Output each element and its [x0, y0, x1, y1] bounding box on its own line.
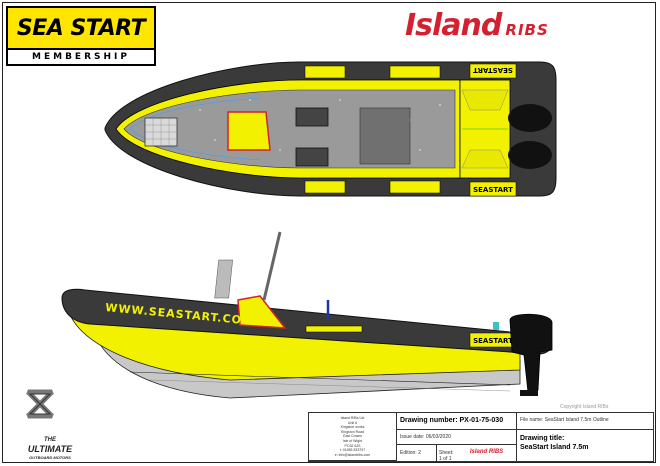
- suzuki-caption: THE ULTIMATE OUTBOARD MOTORS: [20, 437, 80, 461]
- plan-decal-bottom: [469, 181, 517, 197]
- side-seat: [305, 325, 363, 333]
- plan-decal-bottom-text: SEASTART: [473, 186, 513, 194]
- side-view: WWW.SEASTART.CO.UK SEASTART: [61, 231, 553, 399]
- suzuki-icon: [26, 389, 54, 419]
- suzuki-caption-line2: ULTIMATE: [27, 444, 73, 454]
- address-line: Island RIBs Ltd: [340, 416, 365, 420]
- seastart-logo: SEA START MEMBERSHIP: [6, 6, 156, 66]
- address-line: t: 01983 533797: [339, 448, 366, 453]
- side-grab-rail: [262, 231, 282, 301]
- copyright-text: Copyright Island RIBs: [560, 404, 609, 410]
- side-windscreen: [214, 259, 233, 299]
- drawing-title-cell: Drawing title: SeaStart Island 7.5m: [517, 430, 653, 461]
- drawing-title-label: Drawing title:: [520, 435, 565, 442]
- sheet-text: Sheet: 1 of 1: [439, 450, 454, 461]
- issue-date: Issue date: 06/03/2020: [397, 430, 517, 445]
- suzuki-caption-line3: OUTBOARD MOTORS: [29, 455, 71, 460]
- plan-seat-2: [295, 147, 329, 167]
- file-name: File name: SeaStart Island 7.5m Outline: [517, 413, 653, 430]
- plan-engine-bottom: [508, 141, 552, 169]
- address-line: East Cowes: [343, 434, 362, 439]
- address-line: PO32 6JS: [344, 443, 361, 448]
- side-decal-text: SEASTART: [473, 337, 513, 345]
- side-engine: [509, 313, 553, 393]
- address-line: Kingston Road: [341, 429, 364, 434]
- address-line: Kingston works: [340, 425, 365, 430]
- title-block-logo: Island RIBS: [457, 445, 517, 461]
- drawing-title: SeaStart Island 7.5m: [520, 444, 589, 451]
- plan-seat-1: [295, 107, 329, 127]
- seastart-logo-main: SEA START: [8, 8, 154, 48]
- drawing-number: Drawing number: PX-01-75-030: [397, 413, 517, 430]
- suzuki-caption-line1: THE: [44, 437, 56, 443]
- plan-decal-top: [469, 63, 517, 79]
- side-console: [237, 295, 287, 329]
- plan-engine-top: [508, 104, 552, 132]
- island-ribs-logo-sub: RIBS: [505, 21, 549, 39]
- title-block-address: Island RIBs Ltd Unit 6 Kingston works Ki…: [309, 413, 397, 461]
- sheet: Sheet: 1 of 1: [437, 445, 457, 461]
- plan-console: [227, 111, 271, 151]
- plan-decal-top-text: SEASTART: [473, 66, 513, 74]
- title-block: Island RIBs Ltd Unit 6 Kingston works Ki…: [308, 412, 654, 462]
- address-line: Unit 6: [347, 420, 358, 425]
- plan-aft-well: [359, 107, 411, 165]
- seastart-logo-sub: MEMBERSHIP: [8, 50, 154, 64]
- edition: Edition: 2: [397, 445, 437, 461]
- island-ribs-logo-main: Island: [405, 8, 502, 43]
- address-line: e: info@islandribs.com: [334, 452, 371, 457]
- plan-view: SEASTART SEASTART: [104, 61, 557, 197]
- address-line: Isle of Wight: [342, 438, 363, 443]
